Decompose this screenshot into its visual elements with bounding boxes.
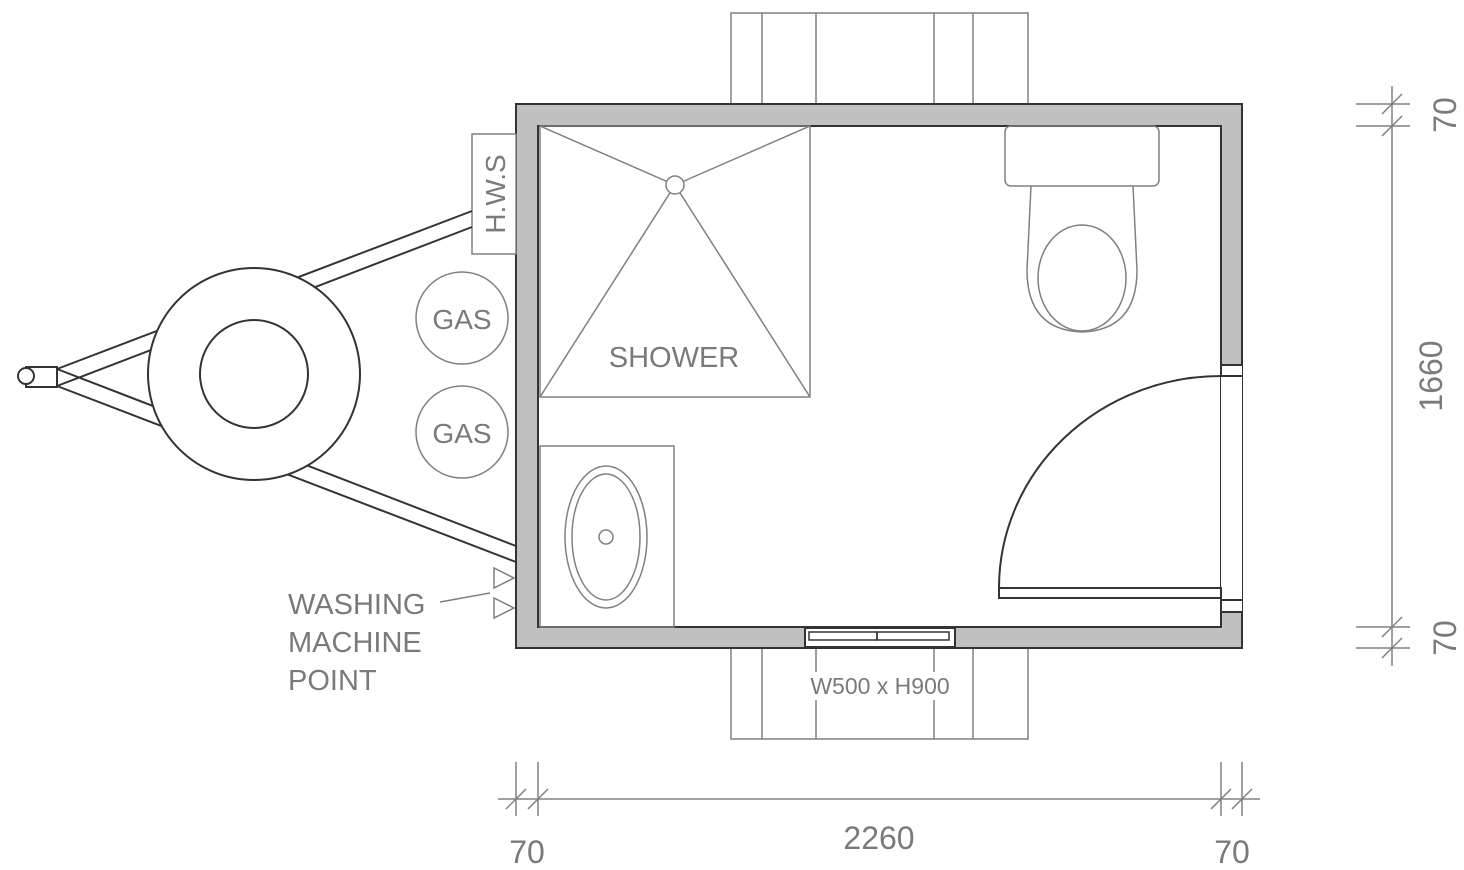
gas-label-top: GAS bbox=[432, 304, 491, 335]
gas-label-bottom: GAS bbox=[432, 418, 491, 449]
window-size-label: W500 x H900 bbox=[810, 673, 949, 699]
shower-label: SHOWER bbox=[609, 342, 740, 374]
door-leaf bbox=[998, 587, 1222, 599]
door bbox=[998, 375, 1222, 599]
basin-drain-icon bbox=[598, 529, 614, 545]
bottom-dimension-line bbox=[498, 762, 1260, 816]
washing-label-line3: POINT bbox=[288, 665, 377, 697]
basin-icon bbox=[564, 465, 648, 609]
washing-label-line1: WASHING bbox=[288, 589, 425, 621]
toilet-icon bbox=[1004, 125, 1160, 333]
dim-bottom-left: 70 bbox=[509, 834, 545, 870]
door-swing-arc bbox=[998, 375, 1222, 589]
washing-point-marker-icon bbox=[439, 566, 516, 620]
gas-bottle-bottom-icon bbox=[415, 385, 509, 479]
hitch-icon bbox=[17, 366, 58, 388]
dim-right-bottom: 70 bbox=[1427, 620, 1463, 656]
door-jambs bbox=[1220, 364, 1242, 613]
right-dimension-line bbox=[1356, 86, 1410, 666]
door-opening bbox=[1221, 365, 1242, 612]
dim-bottom-interior: 2260 bbox=[843, 820, 914, 856]
dim-right-interior: 1660 bbox=[1413, 340, 1449, 411]
window bbox=[804, 627, 956, 648]
shower-drain-icon bbox=[665, 175, 685, 195]
gas-bottle-top-icon bbox=[415, 271, 509, 365]
hws-label: H.W.S bbox=[480, 154, 511, 233]
dim-bottom-right: 70 bbox=[1214, 834, 1250, 870]
dim-right-top: 70 bbox=[1427, 97, 1463, 133]
washing-label-line2: MACHINE bbox=[288, 627, 422, 659]
exterior-walls bbox=[515, 103, 1243, 649]
top-deck bbox=[730, 12, 1029, 105]
shower bbox=[539, 125, 811, 398]
vanity bbox=[539, 445, 675, 628]
hws-unit bbox=[471, 133, 517, 255]
spare-wheel-icon bbox=[147, 267, 361, 481]
